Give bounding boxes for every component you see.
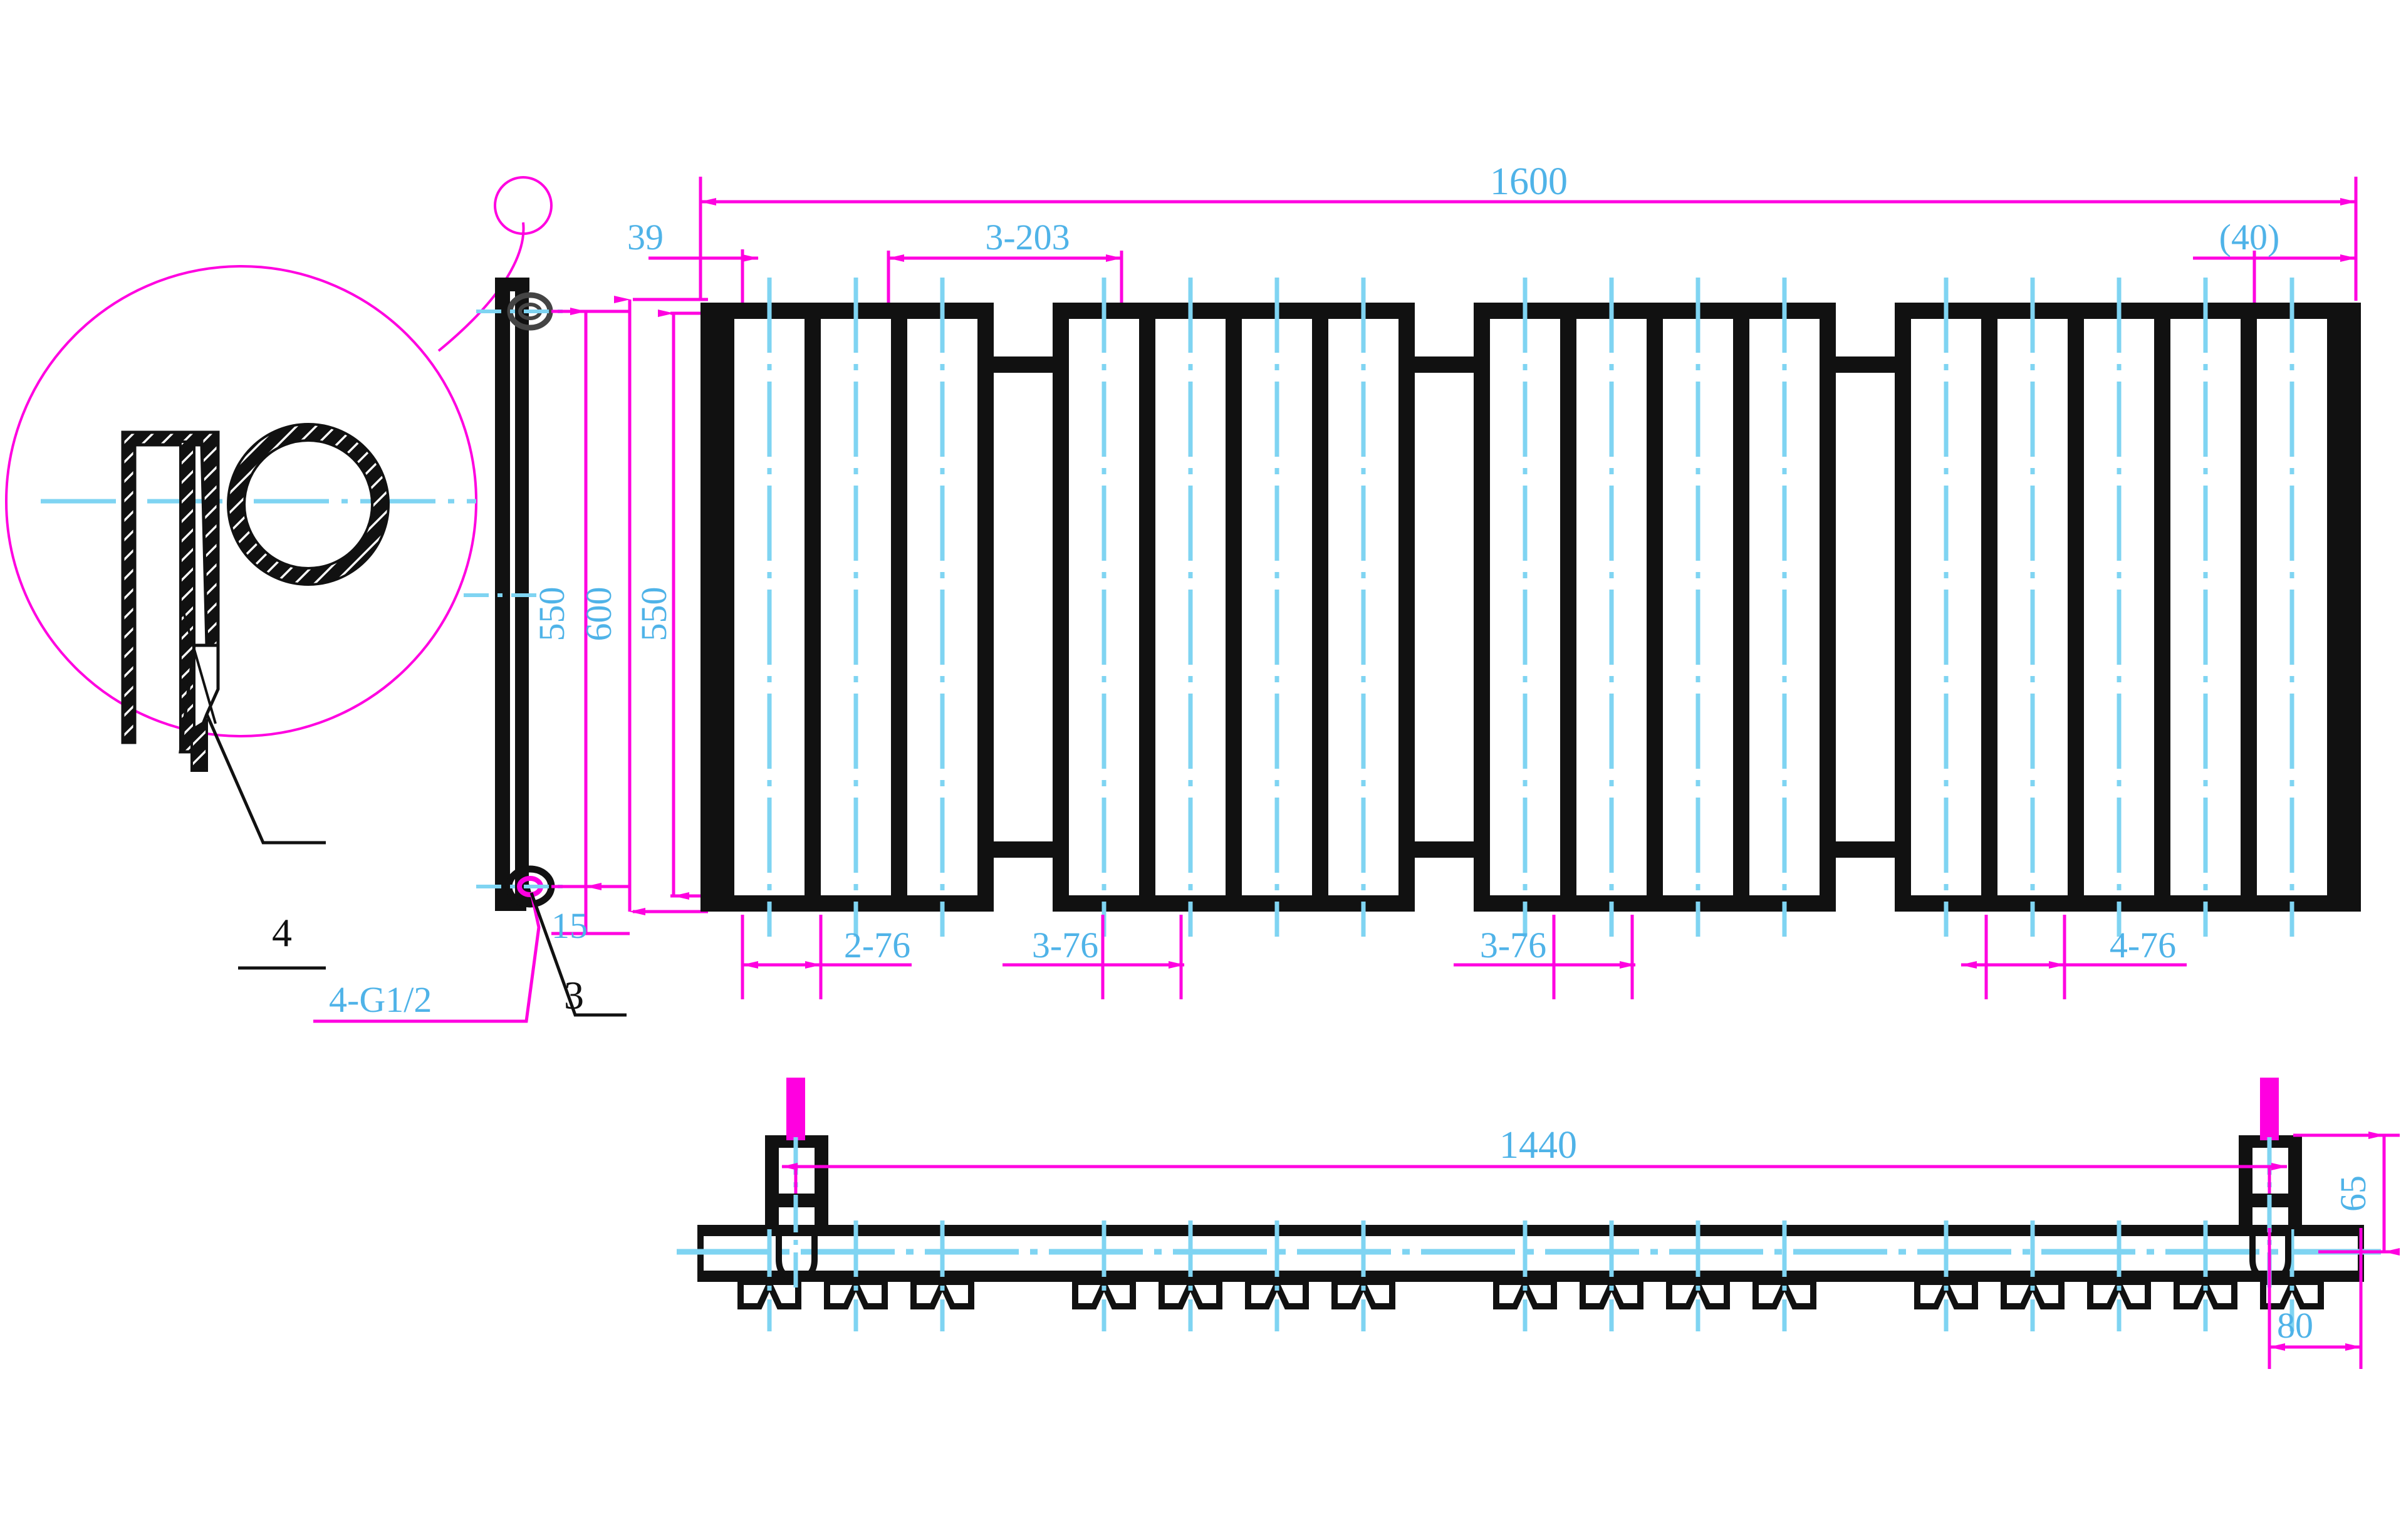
plan-fin: [737, 1276, 801, 1309]
plan-fin: [1159, 1276, 1222, 1309]
front-right-endcap: [2343, 303, 2361, 912]
side-view-inner-wall: [518, 282, 529, 883]
dim-front-3-203: 3-203: [887, 217, 1123, 307]
dim-front-40: (40): [2193, 217, 2357, 313]
plan-fin: [1493, 1276, 1557, 1309]
dim-bottom-1440: 1440: [781, 1124, 2288, 1194]
dim-bottom-80: 80: [2268, 1228, 2363, 1369]
dim-side-15: 15: [551, 885, 630, 946]
plan-fin: [1072, 1276, 1136, 1309]
detail-source-circle: [494, 176, 553, 235]
dim-front-4-76: 4-76: [1961, 915, 2187, 999]
fin-wall: [718, 303, 734, 912]
fin-wall: [1733, 303, 1749, 912]
plan-fin: [1331, 1276, 1395, 1309]
fin-wall: [1647, 303, 1663, 912]
plan-fin: [1580, 1276, 1643, 1309]
plan-fin: [1752, 1276, 1816, 1309]
group-connector-top: [1415, 356, 1474, 373]
group-connector-bottom: [1836, 841, 1895, 858]
dim-bottom-1440-label: 1440: [1499, 1124, 1577, 1167]
plan-fin: [2087, 1276, 2151, 1309]
dim-side-550-label: 550: [531, 587, 572, 642]
dim-front-3-203-label: 3-203: [985, 217, 1070, 258]
callout-3-leader: [529, 892, 627, 1017]
dim-front-550-label: 550: [633, 587, 674, 642]
front-view-group: 1600 39 3-203 (40) 600: [578, 160, 2361, 999]
front-left-endcap: [700, 303, 718, 912]
plan-fin: [2260, 1276, 2324, 1309]
detail-view-group: 4: [5, 176, 553, 970]
bottom-view-top-edge: [700, 1225, 2361, 1236]
fin-wall: [1474, 303, 1490, 912]
plan-fin: [1666, 1276, 1730, 1309]
dim-front-1600-label: 1600: [1490, 160, 1568, 203]
fin-wall: [1895, 303, 1911, 912]
group-connector-bottom: [994, 841, 1053, 858]
group-connector-top: [994, 356, 1053, 373]
fin-wall: [1139, 303, 1155, 912]
fin-wall: [891, 303, 907, 912]
fin-wall: [2068, 303, 2084, 912]
plan-fin: [2174, 1276, 2237, 1309]
fin-wall: [977, 303, 994, 912]
plan-fin: [2001, 1276, 2065, 1309]
fin-wall: [1981, 303, 1997, 912]
fin-wall: [805, 303, 821, 912]
fin-wall: [1398, 303, 1415, 912]
fin-wall: [1820, 303, 1836, 912]
front-fin-layer: [718, 278, 2343, 937]
bottom-view-group: 1440 65 80: [677, 1078, 2400, 1369]
dim-front-3-76-mid-label: 3-76: [1480, 925, 1546, 965]
callout-4-leader: [205, 713, 326, 845]
thread-callout-leader: [313, 892, 541, 1023]
group-connector-bottom: [1415, 841, 1474, 858]
fin-wall: [2327, 303, 2343, 912]
thread-callout-label: 4-G1/2: [329, 979, 432, 1020]
fin-wall: [2241, 303, 2257, 912]
fin-wall: [1053, 303, 1069, 912]
plan-fin: [910, 1276, 974, 1309]
bottom-left-bracket: [765, 1078, 828, 1288]
fin-wall: [2154, 303, 2170, 912]
dim-front-39-label: 39: [627, 217, 664, 258]
dim-front-3-76-left: 3-76: [1002, 915, 1185, 999]
dim-front-2-76-label: 2-76: [844, 925, 910, 965]
bottom-view-fin-layer: [737, 1220, 2324, 1331]
dim-front-1600: 1600: [699, 160, 2358, 301]
dim-front-4-76-label: 4-76: [2110, 925, 2176, 965]
fin-wall: [1312, 303, 1328, 912]
dim-front-600: 600: [578, 296, 708, 915]
group-connector-top: [1836, 356, 1895, 373]
plan-fin: [824, 1276, 888, 1309]
side-view-group: 550 15 4-G1/2 3: [313, 278, 630, 1023]
fin-wall: [1560, 303, 1576, 912]
dim-front-3-76-left-label: 3-76: [1032, 925, 1098, 965]
dim-side-15-label: 15: [551, 905, 588, 946]
dim-bottom-65-label: 65: [2333, 1175, 2373, 1212]
dim-bottom-80-label: 80: [2277, 1305, 2313, 1346]
detail-tube-ring: [227, 423, 390, 586]
dim-front-2-76: 2-76: [741, 915, 912, 999]
dim-front-600-label: 600: [578, 587, 619, 642]
plan-fin: [1245, 1276, 1309, 1309]
dim-front-550: 550: [633, 310, 733, 900]
dim-front-3-76-mid: 3-76: [1454, 915, 1636, 999]
callout-3-label: 3: [564, 973, 584, 1017]
plan-fin: [1914, 1276, 1978, 1309]
callout-4-label: 4: [272, 910, 292, 955]
detail-endcap-profile: [121, 430, 220, 772]
side-view-top-cap: [495, 278, 529, 291]
dim-bottom-65: 65: [2293, 1132, 2400, 1256]
dim-front-39: 39: [627, 217, 759, 307]
fin-wall: [1226, 303, 1242, 912]
dim-front-40-label: (40): [2219, 217, 2280, 258]
